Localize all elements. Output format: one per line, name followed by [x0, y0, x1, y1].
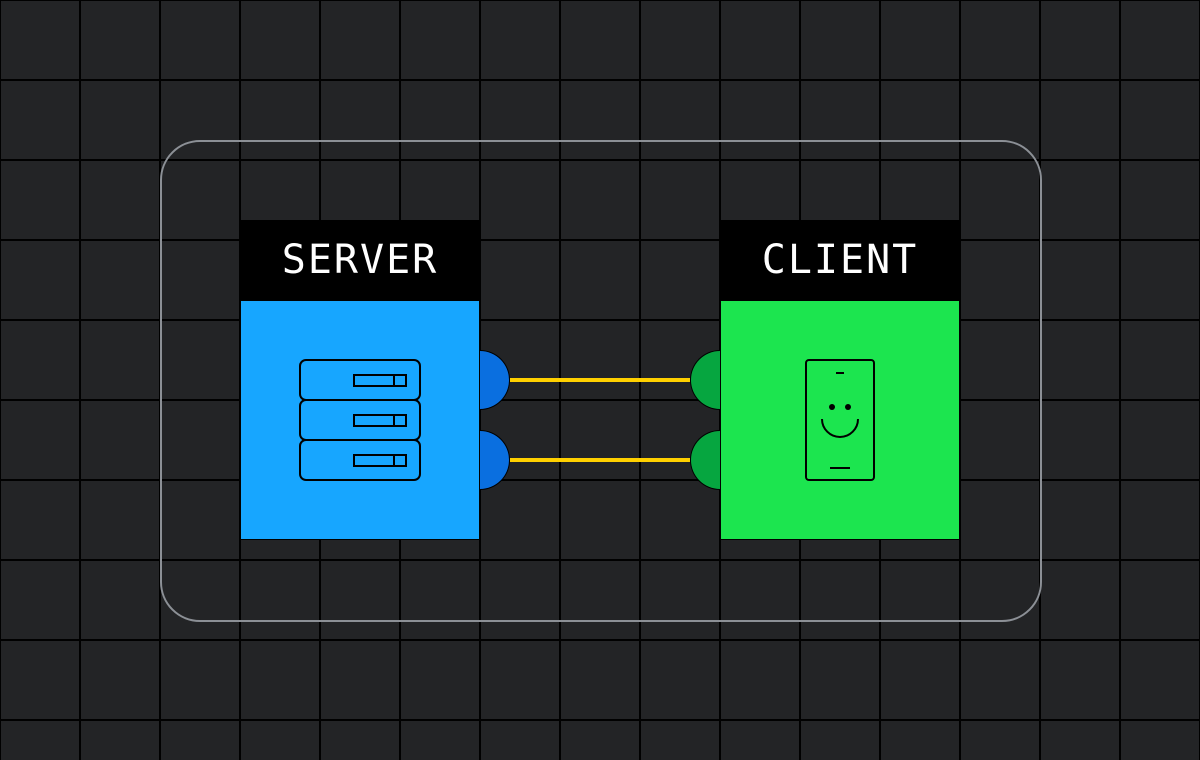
- server-body: [240, 300, 480, 540]
- server-label: SERVER: [240, 220, 480, 300]
- client-node: CLIENT: [720, 220, 960, 540]
- server-node: SERVER: [240, 220, 480, 540]
- client-body: [720, 300, 960, 540]
- diagram-frame: [160, 140, 1042, 622]
- server-stack-icon: [299, 359, 421, 481]
- smartphone-smiley-icon: [805, 359, 875, 481]
- client-label: CLIENT: [720, 220, 960, 300]
- connection-line: [510, 458, 690, 462]
- connection-line: [510, 378, 690, 382]
